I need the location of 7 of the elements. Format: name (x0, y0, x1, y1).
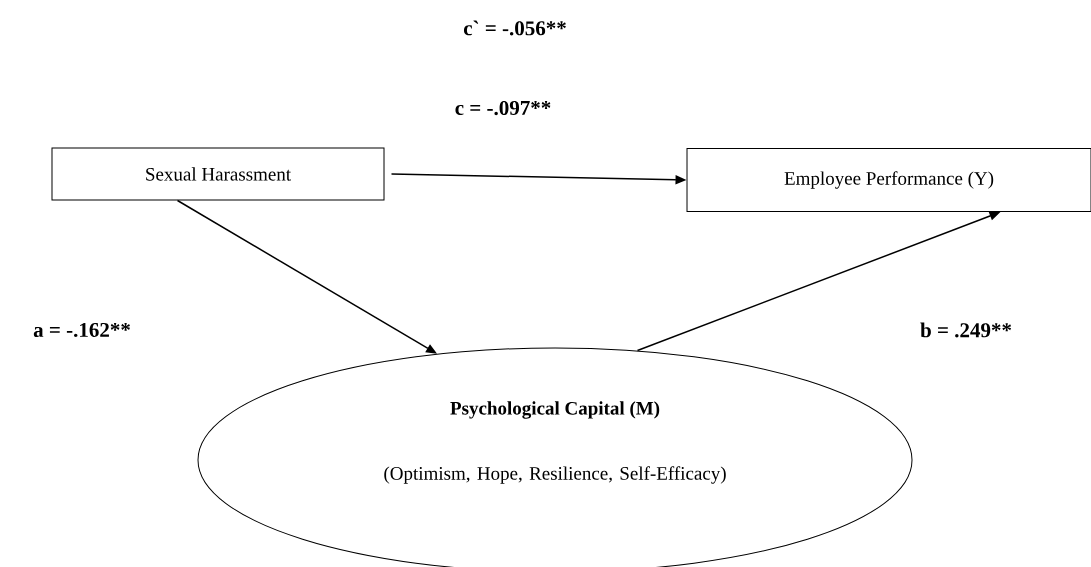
process-box: Employee Performance (Y) (686, 148, 1091, 212)
coefficient-label: a = -.162** (33, 322, 130, 338)
coefficient-label: c = -.097** (455, 100, 551, 116)
coefficient-label: c` = -.056** (463, 20, 566, 36)
process-box: Sexual Harassment (51, 147, 385, 201)
coefficient-label: b = .249** (920, 322, 1012, 338)
arrow (176, 199, 437, 354)
